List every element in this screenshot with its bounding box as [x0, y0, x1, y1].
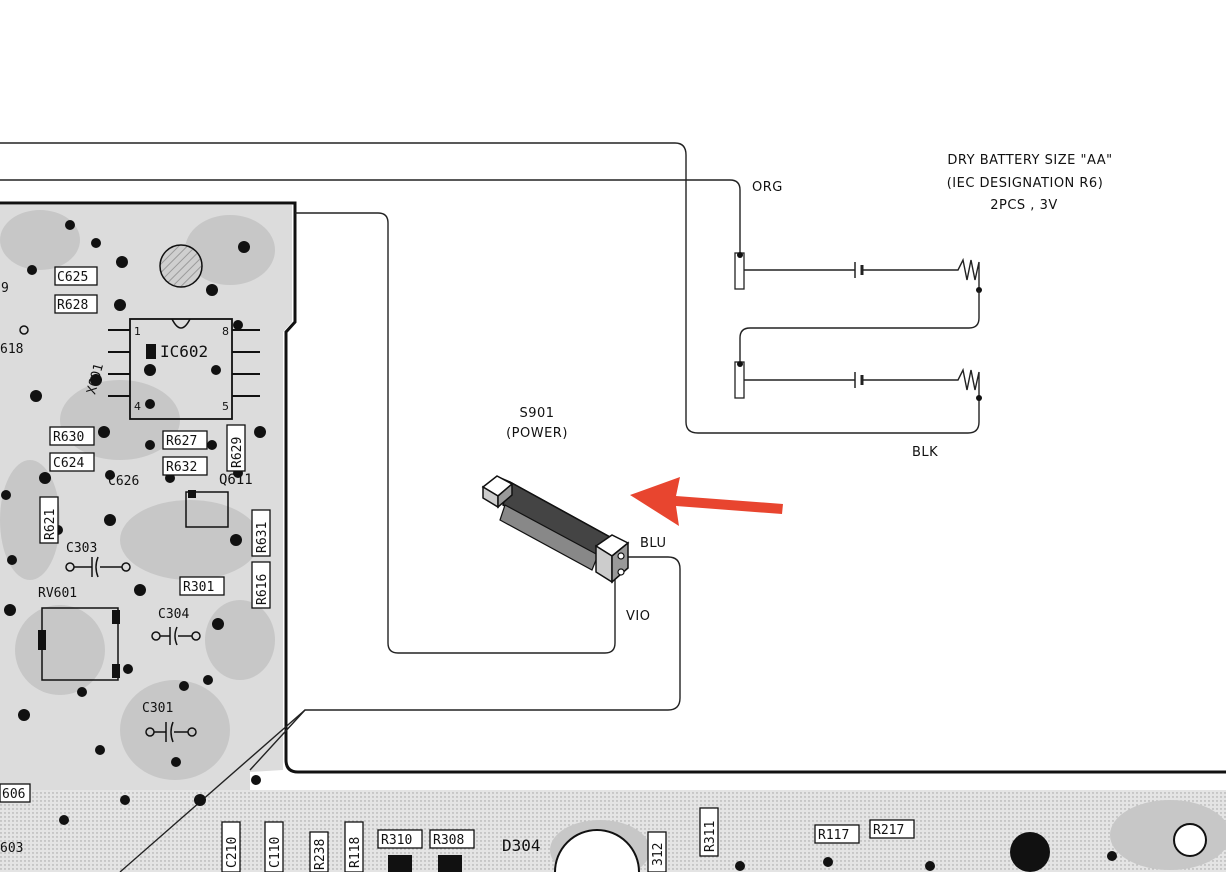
label-d304: D304 [502, 836, 541, 855]
label-r630: R630 [53, 430, 84, 445]
label-c210: C210 [225, 837, 240, 868]
label-r632: R632 [166, 460, 197, 475]
label-r308: R308 [433, 833, 464, 848]
label-r631: R631 [255, 522, 270, 553]
label-c301: C301 [142, 701, 173, 716]
battery-note-line1: DRY BATTERY SIZE "AA" [947, 153, 1112, 168]
label-ic-pin1: 1 [134, 325, 141, 338]
label-r117: R117 [818, 828, 849, 843]
switch-name: (POWER) [506, 426, 568, 441]
label-r629: R629 [230, 437, 245, 468]
pcb-board [0, 201, 1226, 872]
wire-label-org: ORG [752, 180, 783, 195]
label-r310: R310 [381, 833, 412, 848]
label-c624: C624 [53, 456, 84, 471]
label-r311: R311 [703, 821, 718, 852]
label-r628: R628 [57, 298, 88, 313]
label-c304: C304 [158, 607, 189, 622]
label-c603: 603 [0, 841, 23, 856]
wire-label-blk: BLK [912, 445, 938, 460]
label-r312: 312 [651, 843, 666, 866]
power-switch-s901 [481, 475, 630, 584]
label-ic-pin4: 4 [134, 400, 141, 413]
switch-ref: S901 [519, 406, 554, 421]
label-ic-pin8: 8 [222, 325, 229, 338]
battery-circuit [734, 252, 982, 401]
label-q611: Q611 [219, 472, 253, 488]
label-r301: R301 [183, 580, 214, 595]
wire-traces [0, 142, 980, 872]
label-ic-pin5: 5 [222, 400, 229, 413]
label-r217: R217 [873, 823, 904, 838]
label-r9: 9 [1, 281, 9, 296]
label-ic602: IC602 [160, 342, 208, 361]
wire-label-vio: VIO [626, 609, 650, 624]
label-rv601: RV601 [38, 586, 77, 601]
pcb-labels: C625 R628 9 618 IC602 1 8 4 5 X601 R630 … [0, 266, 915, 872]
label-r238: R238 [313, 839, 328, 870]
label-r627: R627 [166, 434, 197, 449]
label-c625: C625 [57, 270, 88, 285]
label-r616: R616 [255, 574, 270, 605]
label-c606: 606 [2, 787, 25, 802]
label-c303: C303 [66, 541, 97, 556]
label-c626: C626 [108, 474, 139, 489]
label-r118: R118 [348, 837, 363, 868]
battery-note-line3: 2PCS , 3V [990, 198, 1058, 213]
label-r621: R621 [43, 509, 58, 540]
pointer-arrow [630, 477, 783, 526]
battery-note-line2: (IEC DESIGNATION R6) [947, 176, 1104, 191]
pcb-components [1, 220, 1207, 872]
wire-label-blu: BLU [640, 536, 667, 551]
label-c618: 618 [0, 342, 23, 357]
label-c110: C110 [268, 837, 283, 868]
